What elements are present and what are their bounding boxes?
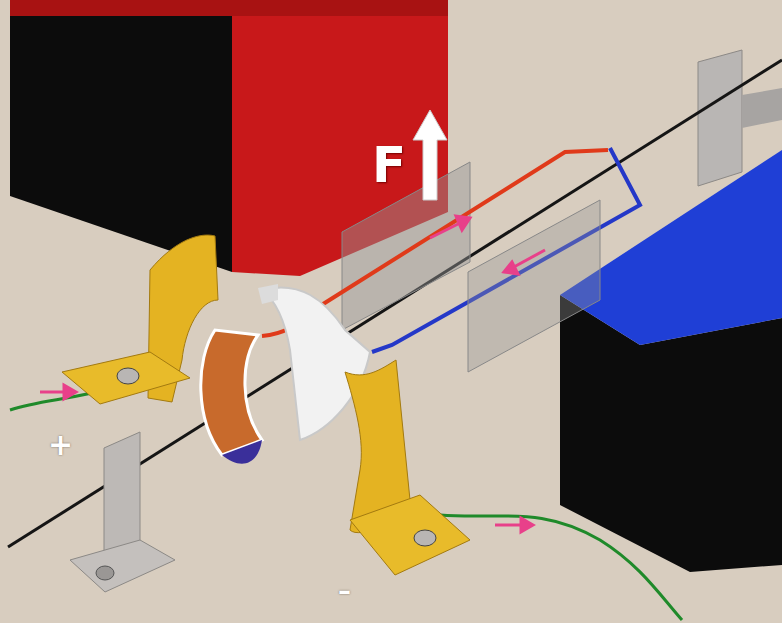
commutator-ring bbox=[262, 287, 370, 440]
polarity-sign: + bbox=[48, 430, 73, 460]
screw bbox=[117, 368, 139, 384]
bracket-foot bbox=[70, 540, 175, 592]
commutator-segment bbox=[201, 330, 262, 455]
screw bbox=[414, 530, 436, 546]
axle-bracket bbox=[698, 50, 742, 186]
lead-wire bbox=[440, 515, 682, 620]
brush-terminal bbox=[62, 352, 190, 404]
force-arrow bbox=[413, 110, 447, 200]
current-arrows bbox=[40, 216, 545, 532]
force-label: F bbox=[372, 140, 406, 190]
commutator-segment bbox=[222, 440, 262, 464]
armature-plate bbox=[468, 200, 600, 372]
polarity-sign: – bbox=[338, 578, 351, 604]
magnet-top bbox=[10, 0, 448, 16]
bracket-foot bbox=[742, 88, 782, 128]
screw bbox=[96, 566, 114, 580]
magnet-side bbox=[10, 16, 232, 272]
brush-terminal bbox=[350, 495, 470, 575]
commutator-gap bbox=[258, 284, 278, 304]
